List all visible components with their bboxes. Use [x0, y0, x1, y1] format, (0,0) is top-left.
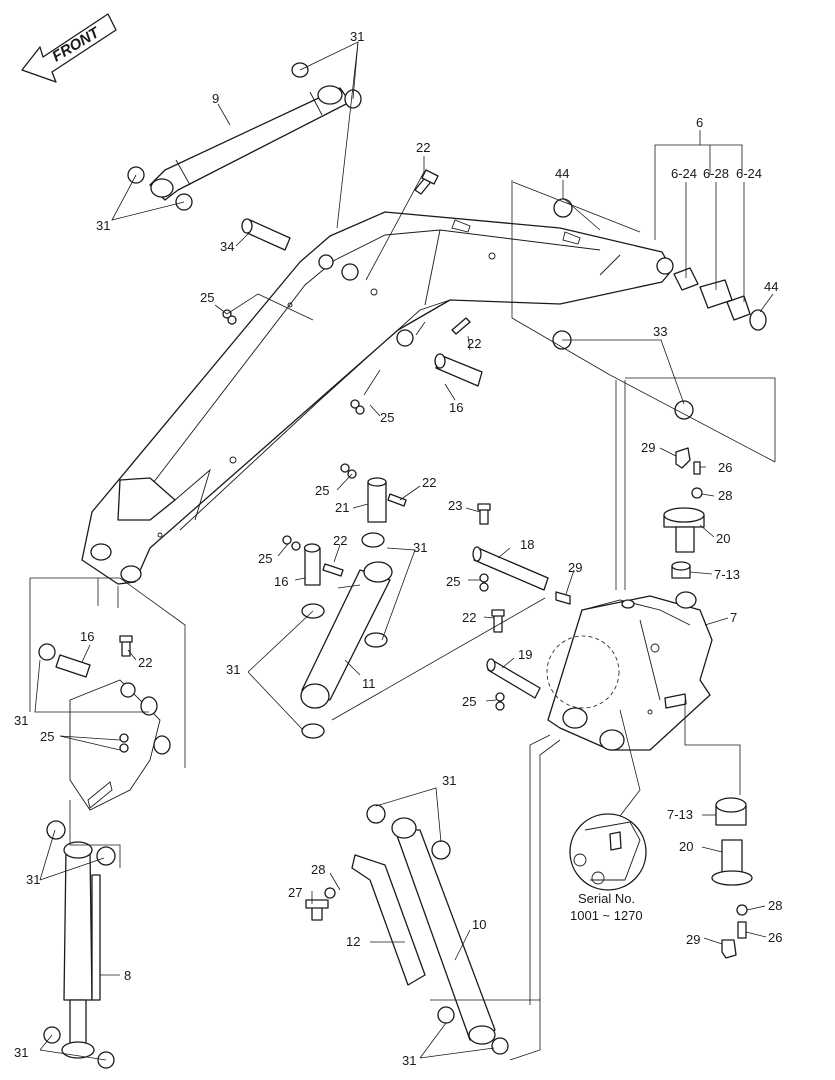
callout-23: 23	[448, 498, 462, 513]
callout-25: 25	[40, 729, 54, 744]
callout-44: 44	[555, 166, 569, 181]
callout-22: 22	[462, 610, 476, 625]
callout-22: 22	[333, 533, 347, 548]
bracket-12	[305, 854, 426, 986]
callout-31: 31	[14, 1045, 28, 1060]
callout-22: 22	[422, 475, 436, 490]
callout-11: 11	[362, 676, 376, 691]
serial-line2: 1001 ~ 1270	[570, 908, 643, 923]
callout-25: 25	[258, 551, 272, 566]
pin-34	[241, 218, 291, 251]
callout-31: 31	[402, 1053, 416, 1068]
callout-16: 16	[80, 629, 94, 644]
dozer-cylinder	[43, 820, 116, 1069]
callout-33: 33	[653, 324, 667, 339]
grease-fittings-lower	[711, 797, 753, 959]
boom-cylinder	[300, 532, 393, 739]
serial-detail: Serial No. 1001 ~ 1270	[546, 635, 647, 923]
callout-7: 7	[730, 610, 737, 625]
callout-25: 25	[315, 483, 329, 498]
nuts-25-b	[350, 399, 365, 415]
bolt-22-b	[451, 317, 471, 335]
pin-21	[340, 463, 407, 523]
callout-25: 25	[380, 410, 394, 425]
callout-28: 28	[311, 862, 325, 877]
callout-34: 34	[220, 239, 234, 254]
dozer-link-left	[38, 635, 171, 811]
boom	[81, 211, 674, 585]
callout-7-13: 7-13	[714, 567, 740, 582]
callout-labels: 31 9 31 34 22 25 44 6 6-24 6-28 6-24 44 …	[14, 29, 782, 1068]
callout-20: 20	[716, 531, 730, 546]
callout-22: 22	[416, 140, 430, 155]
pin-16-small	[282, 535, 344, 586]
callout-22: 22	[467, 336, 481, 351]
callout-28: 28	[768, 898, 782, 913]
callout-25: 25	[200, 290, 214, 305]
callout-6: 6	[696, 115, 703, 130]
swing-bracket	[547, 591, 713, 751]
shims-33	[552, 330, 694, 420]
callout-6-24: 6-24	[736, 166, 762, 181]
grease-fittings-upper	[663, 447, 705, 579]
callout-16: 16	[449, 400, 463, 415]
callout-31: 31	[26, 872, 40, 887]
callout-20: 20	[679, 839, 693, 854]
callout-22: 22	[138, 655, 152, 670]
leader-lines	[29, 41, 776, 1061]
pin-18	[472, 503, 571, 605]
arm-cylinder	[127, 62, 362, 211]
callout-29: 29	[568, 560, 582, 575]
callout-8: 8	[124, 968, 131, 983]
swing-cylinder	[366, 804, 509, 1055]
front-arrow-icon: FRONT	[21, 13, 117, 83]
callout-21: 21	[335, 500, 349, 515]
callout-31: 31	[226, 662, 240, 677]
callout-25: 25	[446, 574, 460, 589]
serial-line1: Serial No.	[578, 891, 635, 906]
pin-16-boom	[434, 353, 483, 387]
callout-29: 29	[686, 932, 700, 947]
callout-9: 9	[212, 91, 219, 106]
callout-12: 12	[346, 934, 360, 949]
callout-26: 26	[718, 460, 732, 475]
callout-6-24: 6-24	[671, 166, 697, 181]
callout-31: 31	[350, 29, 364, 44]
callout-16: 16	[274, 574, 288, 589]
callout-28: 28	[718, 488, 732, 503]
callout-6-28: 6-28	[703, 166, 729, 181]
callout-26: 26	[768, 930, 782, 945]
callout-29: 29	[641, 440, 655, 455]
callout-10: 10	[472, 917, 486, 932]
front-label: FRONT	[49, 23, 104, 65]
callout-7-13: 7-13	[667, 807, 693, 822]
callout-31: 31	[14, 713, 28, 728]
callout-25: 25	[462, 694, 476, 709]
callout-44: 44	[764, 279, 778, 294]
pin-19	[486, 609, 541, 711]
callout-31: 31	[442, 773, 456, 788]
callout-27: 27	[288, 885, 302, 900]
callout-18: 18	[520, 537, 534, 552]
callout-31: 31	[413, 540, 427, 555]
bolt-22-top	[414, 169, 439, 195]
callout-31: 31	[96, 218, 110, 233]
callout-19: 19	[518, 647, 532, 662]
